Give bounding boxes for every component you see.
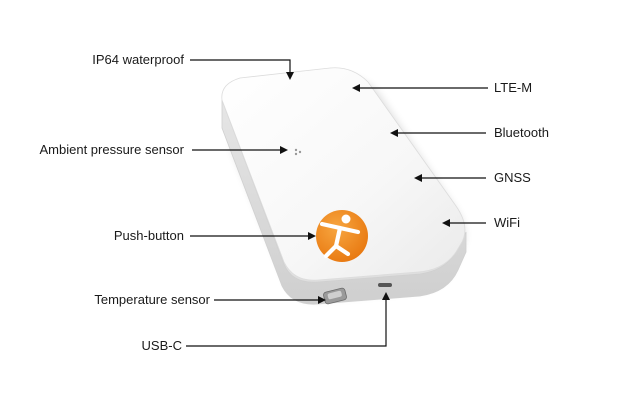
arrowheads bbox=[280, 72, 450, 304]
leader-ip64 bbox=[190, 59, 291, 74]
usb-c-port bbox=[378, 283, 392, 287]
pressure-sensor-holes bbox=[294, 148, 302, 156]
label-ip64-waterproof: IP64 waterproof bbox=[92, 52, 184, 67]
label-lte-m: LTE-M bbox=[494, 80, 533, 95]
label-usb-c: USB-C bbox=[141, 338, 182, 353]
device-side bbox=[221, 99, 467, 305]
arrowhead-bluetooth bbox=[390, 129, 398, 137]
label-bluetooth: Bluetooth bbox=[494, 125, 549, 140]
arrowhead-ip64 bbox=[286, 72, 294, 80]
leader-usbc bbox=[186, 300, 387, 347]
push-button-logo bbox=[316, 210, 368, 262]
arrowhead-push bbox=[308, 232, 316, 240]
arrowhead-wifi bbox=[442, 219, 450, 227]
arrowhead-gnss bbox=[414, 174, 422, 182]
temperature-sensor-contact bbox=[323, 287, 347, 305]
label-gnss: GNSS bbox=[494, 170, 531, 185]
label-wifi: WiFi bbox=[494, 215, 520, 230]
label-ambient-pressure-sensor: Ambient pressure sensor bbox=[39, 142, 184, 157]
arrowhead-usbc bbox=[382, 292, 390, 300]
arrowhead-ambient bbox=[280, 146, 288, 154]
arrowhead-lte bbox=[352, 84, 360, 92]
arrowhead-temp bbox=[318, 296, 326, 304]
label-temperature-sensor: Temperature sensor bbox=[94, 292, 210, 307]
label-push-button: Push-button bbox=[113, 228, 184, 243]
device-top-face bbox=[221, 67, 466, 281]
leader-lines bbox=[186, 59, 488, 347]
running-figure-logo-icon bbox=[316, 210, 368, 262]
